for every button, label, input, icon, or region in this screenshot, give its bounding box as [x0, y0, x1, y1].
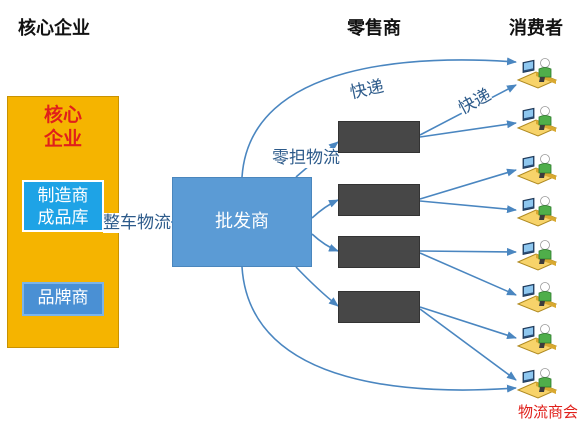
- person-at-computer-icon: [516, 240, 558, 271]
- person-at-computer-icon: [516, 106, 558, 137]
- arrow-wholesaler-retailer-2: [311, 199, 339, 219]
- header-consumer: 消费者: [509, 18, 563, 39]
- mfg-label-line1: 制造商: [37, 186, 89, 206]
- person-at-computer-icon: [516, 324, 558, 355]
- retailer-box-2: [338, 184, 420, 216]
- wholesaler-box: 批发商: [172, 177, 312, 267]
- label-less-than-truckload: 零担物流: [272, 148, 340, 168]
- header-retailer: 零售商: [347, 18, 401, 39]
- manufacturer-warehouse-box: 制造商 成品库: [22, 180, 104, 232]
- arrow-r3-c6: [419, 252, 517, 296]
- arrow-r3-c5: [419, 247, 517, 256]
- consumer-icon-2: [516, 104, 558, 138]
- arrow-wholesaler-consumer-bottom: [241, 266, 517, 393]
- consumer-icon-6: [516, 280, 558, 314]
- retailer-box-4: [338, 291, 420, 323]
- arrow-r2-c4: [419, 200, 517, 214]
- person-at-computer-icon: [516, 282, 558, 313]
- label-full-truckload: 整车物流: [103, 213, 171, 233]
- retailer-box-1: [338, 121, 420, 153]
- footer-logistics-association: 物流商会: [518, 403, 579, 421]
- person-at-computer-icon: [516, 196, 558, 227]
- arrow-wholesaler-retailer-3: [311, 233, 339, 252]
- consumer-icon-5: [516, 238, 558, 272]
- consumer-icon-3: [516, 152, 558, 186]
- consumer-icon-1: [516, 56, 558, 90]
- consumer-icon-4: [516, 194, 558, 228]
- person-at-computer-icon: [516, 154, 558, 185]
- header-core-enterprise: 核心企业: [18, 18, 90, 39]
- person-at-computer-icon: [516, 368, 558, 399]
- person-at-computer-icon: [516, 58, 558, 89]
- retailer-box-3: [338, 236, 420, 268]
- arrow-r4-c7: [419, 306, 517, 340]
- consumer-icon-7: [516, 322, 558, 356]
- arrow-r2-c3: [419, 168, 517, 200]
- mfg-label-line2: 成品库: [37, 208, 89, 228]
- brand-owner-box: 品牌商: [22, 282, 104, 316]
- arrow-wholesaler-consumer-top: [241, 57, 517, 178]
- core-title-line2: 企业: [43, 128, 82, 150]
- arrow-r1-c2: [419, 120, 517, 138]
- core-title-line1: 核心: [43, 104, 82, 126]
- arrow-wholesaler-retailer-4: [295, 266, 339, 307]
- arrow-r4-c8: [419, 308, 517, 381]
- consumer-icon-8: [516, 366, 558, 400]
